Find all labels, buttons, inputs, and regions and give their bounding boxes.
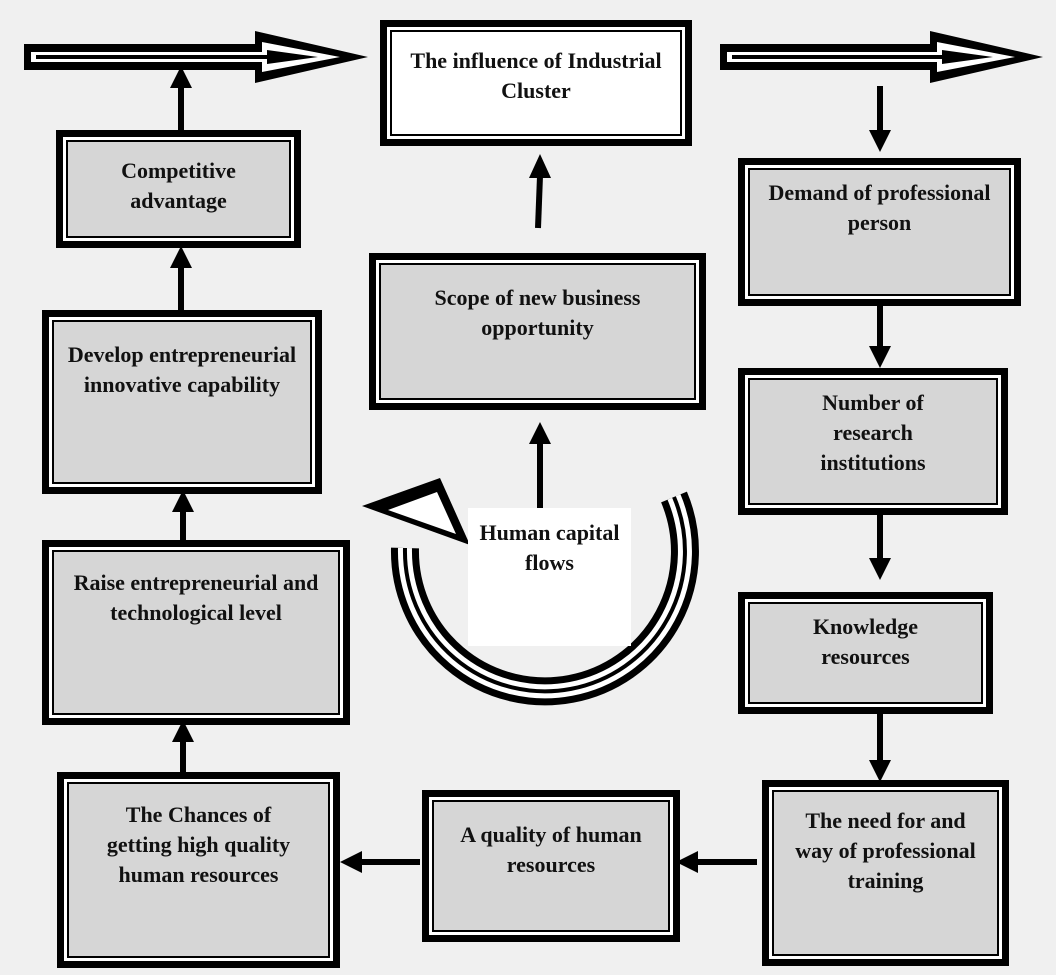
arrow-scope-to-influence [529, 154, 551, 229]
node-research-label: Number of research institutions [748, 378, 998, 505]
node-develop-label: Develop entrepreneurial innovative capab… [52, 320, 312, 484]
node-knowledge-label: Knowledge resources [748, 602, 983, 704]
arrow-knowledge-to-training [869, 714, 891, 782]
node-raise-label: Raise entrepreneurial and technological … [52, 550, 340, 715]
node-quality-label: A quality of human resources [432, 800, 670, 932]
arrow-quality-to-chances [340, 851, 420, 873]
node-competitive-label: Competitive advantage [66, 140, 291, 238]
node-competitive: Competitive advantage [56, 130, 301, 248]
node-quality: A quality of human resources [422, 790, 680, 942]
arrow-chances-to-raise [172, 720, 194, 772]
arrow-raise-to-develop [172, 490, 194, 540]
circular-flow-arrow [362, 478, 699, 706]
node-demand: Demand of professional person [738, 158, 1021, 306]
node-develop: Develop entrepreneurial innovative capab… [42, 310, 322, 494]
node-scope-label: Scope of new business opportunity [379, 263, 696, 400]
node-chances: The Chances of getting high quality huma… [57, 772, 340, 968]
arrow-develop-to-competitive [170, 246, 192, 310]
top-right-block-arrow-core [732, 50, 993, 64]
node-influence: The influence of Industrial Cluster [380, 20, 692, 146]
node-demand-label: Demand of professional person [748, 168, 1011, 296]
top-left-block-arrow-core [36, 50, 318, 64]
node-research: Number of research institutions [738, 368, 1008, 515]
node-scope: Scope of new business opportunity [369, 253, 706, 410]
arrow-human-capital-to-scope [529, 422, 551, 508]
node-chances-label: The Chances of getting high quality huma… [67, 782, 330, 958]
arrow-demand-to-research [869, 306, 891, 368]
center-label-human-capital-flows: Human capital flows [468, 508, 631, 646]
node-knowledge: Knowledge resources [738, 592, 993, 714]
node-training-label: The need for and way of professional tra… [772, 790, 999, 956]
arrow-influence-to-demand [869, 86, 891, 152]
arrow-training-to-quality [676, 851, 757, 873]
node-influence-label: The influence of Industrial Cluster [390, 30, 682, 136]
node-training: The need for and way of professional tra… [762, 780, 1009, 966]
node-raise: Raise entrepreneurial and technological … [42, 540, 350, 725]
arrow-competitive-to-top [170, 66, 192, 130]
arrow-research-to-knowledge [869, 515, 891, 580]
